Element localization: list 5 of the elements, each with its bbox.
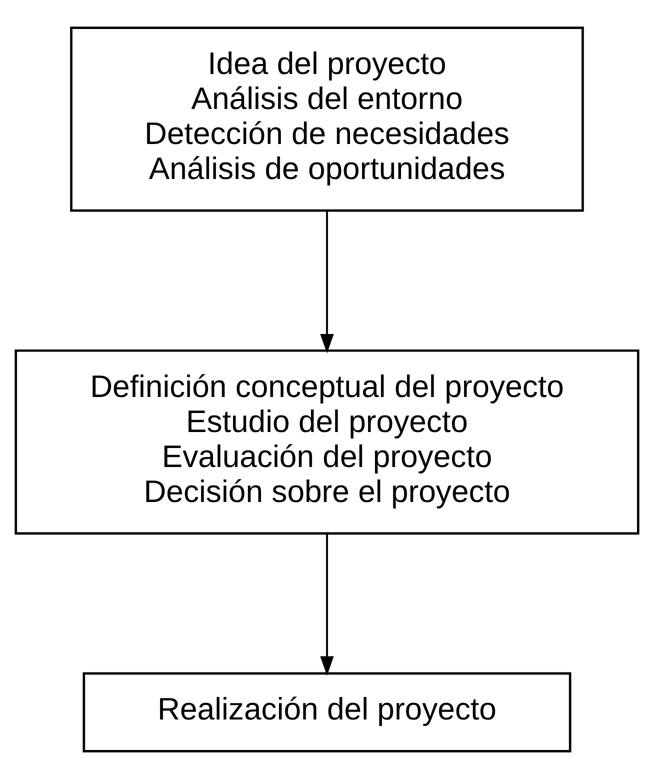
- arrow: [320, 210, 334, 353]
- node-box: Definición conceptual del proyecto Estudio del proyecto Evaluación del proyecto Decisión sobre el proyecto: [14, 348, 640, 534]
- node-box: Idea del proyecto Análisis del entorno Detección de necesidades Análisis de oportunidades: [70, 26, 584, 212]
- node-box: Realización del proyecto: [82, 672, 572, 752]
- arrow: [320, 532, 334, 676]
